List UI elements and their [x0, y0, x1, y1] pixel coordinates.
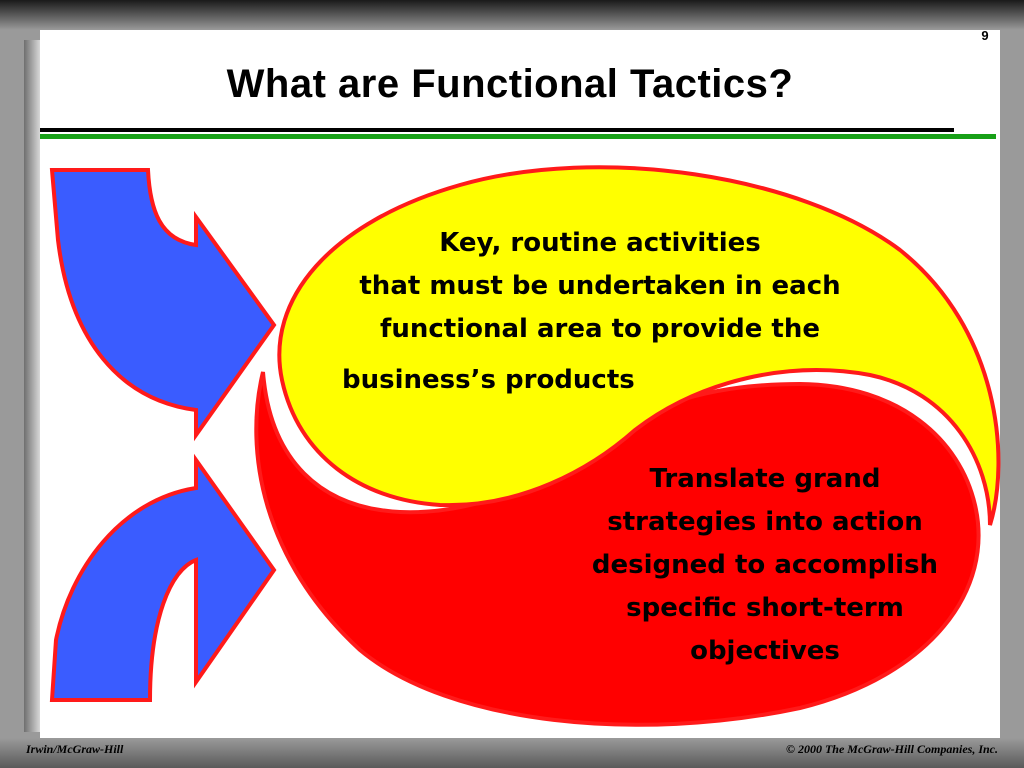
red-shape-text: Translate grand strategies into action d… — [560, 458, 970, 673]
yellow-text-line-3: functional area to provide the — [380, 314, 820, 344]
yellow-text-line-1: Key, routine activities — [439, 228, 761, 258]
lower-arrow-shape — [49, 453, 277, 702]
red-text-line-2: strategies into action — [607, 507, 923, 537]
yellow-shape-text: Key, routine activities that must be und… — [300, 222, 900, 402]
red-text-line-4: specific short-term — [626, 593, 904, 623]
yellow-swirl-shape — [277, 165, 1001, 526]
red-text-line-3: designed to accomplish — [591, 550, 939, 580]
title-rule-black — [40, 128, 954, 132]
yellow-text-line-2: that must be undertaken in each — [359, 271, 841, 301]
red-text-line-1: Translate grand — [649, 464, 881, 494]
slide-title: What are Functional Tactics? — [226, 62, 794, 106]
slide-left-shadow — [24, 40, 40, 732]
footer-publisher: Irwin/McGraw-Hill — [26, 742, 124, 756]
red-text-line-5: objectives — [690, 636, 840, 666]
yellow-text-line-4: business’s products — [342, 365, 635, 395]
red-swirl-shape — [254, 371, 981, 727]
upper-arrow-shape — [49, 168, 277, 442]
title-rule-green — [40, 134, 996, 139]
footer-copyright: © 2000 The McGraw-Hill Companies, Inc. — [786, 742, 998, 756]
page-number: 9 — [981, 28, 989, 43]
